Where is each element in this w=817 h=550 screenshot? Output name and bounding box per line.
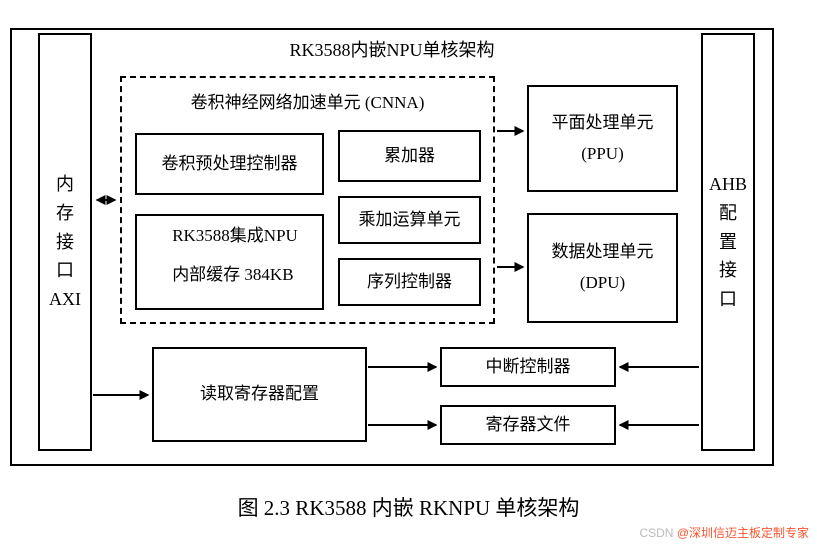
watermark: CSDN @深圳信迈主板定制专家 — [639, 524, 809, 541]
data-processing-unit-block: 数据处理单元 (DPU) — [527, 213, 678, 323]
conv-preprocess-controller-block: 卷积预处理控制器 — [135, 133, 324, 195]
figure-caption: 图 2.3 RK3588 内嵌 RKNPU 单核架构 — [237, 496, 580, 520]
read-register-config-block: 读取寄存器配置 — [152, 347, 367, 442]
register-file-block: 寄存器文件 — [440, 405, 616, 445]
watermark-author: @深圳信迈主板定制专家 — [676, 526, 809, 540]
interrupt-controller-block: 中断控制器 — [440, 347, 616, 387]
multiply-add-unit-block: 乘加运算单元 — [338, 196, 481, 244]
memory-interface-axi-block: 内 存 接 口 AXI — [38, 33, 92, 451]
accumulator-block: 累加器 — [338, 130, 481, 182]
ahb-config-interface-block: AHB 配 置 接 口 — [701, 33, 755, 451]
sequence-controller-block: 序列控制器 — [338, 258, 481, 306]
cnna-group-title: 卷积神经网络加速单元 (CNNA) — [190, 93, 425, 112]
npu-internal-cache-block: RK3588集成NPU 内部缓存 384KB — [135, 214, 324, 310]
plane-processing-unit-block: 平面处理单元 (PPU) — [527, 85, 678, 192]
diagram-title: RK3588内嵌NPU单核架构 — [289, 40, 495, 60]
watermark-prefix: CSDN — [639, 526, 677, 540]
